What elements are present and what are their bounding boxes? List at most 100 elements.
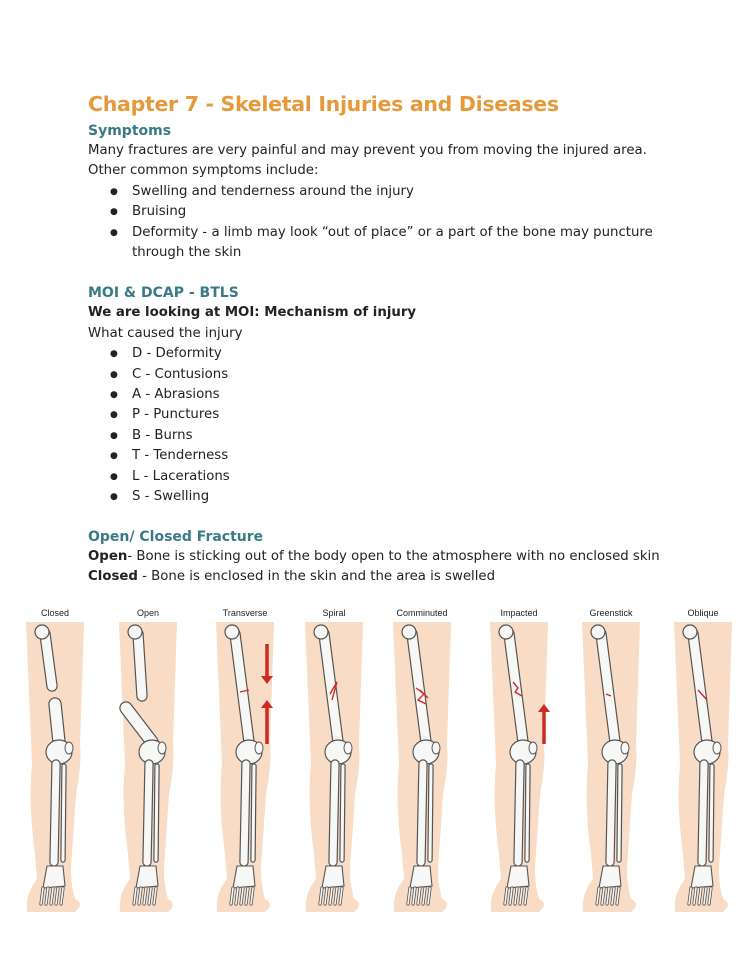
tibia	[143, 760, 153, 866]
fibula	[428, 764, 433, 862]
fibula	[340, 764, 345, 862]
moi-subheading: We are looking at MOI: Mechanism of inju…	[88, 305, 417, 321]
fibula	[251, 764, 256, 862]
femur	[688, 629, 712, 747]
open-text: - Bone is sticking out of the body open …	[127, 548, 660, 564]
patella	[157, 741, 167, 755]
list-item: Swelling and tenderness around the injur…	[88, 182, 688, 203]
tibia	[329, 760, 339, 866]
toe	[240, 887, 244, 905]
list-item: Bruising	[88, 202, 688, 223]
list-item: B - Burns	[88, 426, 688, 447]
femoral-head	[224, 624, 240, 640]
toe	[50, 887, 54, 905]
femoral-head	[498, 624, 514, 640]
list-item: T - Tenderness	[88, 446, 688, 467]
femoral-head	[401, 624, 417, 640]
list-item: L - Lacerations	[88, 467, 688, 488]
femur	[230, 629, 254, 747]
fracture-figure-impacted: Impacted	[490, 608, 550, 912]
closed-term: Closed	[88, 568, 138, 584]
moi-section: MOI & DCAP - BTLS We are looking at MOI:…	[88, 283, 688, 507]
toe	[698, 887, 702, 905]
fracture-figure-comminuted: Comminuted	[393, 608, 451, 912]
fibula	[154, 764, 159, 862]
symptoms-section: Symptoms Many fractures are very painful…	[88, 121, 688, 263]
femur-lower-displaced	[120, 702, 158, 748]
fibula	[525, 764, 530, 862]
patella	[620, 741, 630, 755]
fibula	[61, 764, 66, 862]
toe	[45, 887, 49, 905]
femur	[407, 629, 431, 747]
dcap-btls-list: D - Deformity C - Contusions A - Abrasio…	[88, 344, 688, 508]
foot-tarsals	[409, 865, 433, 889]
toe	[329, 887, 333, 905]
toe	[324, 887, 328, 905]
document-content: Chapter 7 - Skeletal Injuries and Diseas…	[88, 91, 688, 587]
patella	[254, 741, 264, 755]
toe	[235, 887, 239, 905]
femur	[596, 629, 620, 747]
toe	[339, 887, 343, 905]
fracture-label: Open	[137, 608, 159, 618]
toe	[319, 887, 323, 905]
toe	[417, 887, 421, 905]
toe	[60, 887, 64, 905]
fracture-line	[697, 689, 708, 701]
toe	[412, 887, 416, 905]
fracture-label: Transverse	[223, 608, 268, 618]
fibula	[709, 764, 714, 862]
fracture-line	[415, 687, 429, 705]
femoral-head	[313, 624, 329, 640]
toe	[519, 887, 523, 905]
toe	[245, 887, 249, 905]
open-term: Open	[88, 548, 128, 564]
femoral-head	[682, 624, 698, 640]
toe	[596, 887, 600, 905]
fracture-label: Spiral	[322, 608, 345, 618]
fracture-figure-greenstick: Greenstick	[582, 608, 640, 912]
closed-text: - Bone is enclosed in the skin and the a…	[137, 568, 496, 584]
fracture-label: Comminuted	[396, 608, 447, 618]
foot-tarsals	[506, 865, 530, 889]
toe	[611, 887, 615, 905]
list-item: Deformity - a limb may look “out of plac…	[88, 223, 688, 264]
toe	[509, 887, 513, 905]
femur-upper	[40, 629, 57, 691]
fracture-line	[605, 693, 612, 697]
open-definition: Open- Bone is sticking out of the body o…	[88, 547, 688, 567]
symptoms-heading: Symptoms	[88, 123, 172, 139]
foot-tarsals	[135, 865, 159, 889]
compression-arrow-down	[261, 676, 273, 684]
moi-heading: MOI & DCAP - BTLS	[88, 285, 239, 302]
femur	[504, 629, 528, 747]
foot-tarsals	[321, 865, 345, 889]
fracture-line	[329, 681, 338, 701]
patella	[712, 741, 722, 755]
femur-lower	[49, 698, 65, 748]
toe	[143, 887, 147, 905]
toe	[688, 887, 692, 905]
list-item: D - Deformity	[88, 344, 688, 365]
fracture-figure-closed: Closed	[26, 608, 84, 912]
compression-arrow-up	[261, 700, 273, 708]
toe	[334, 887, 338, 905]
femoral-head	[590, 624, 606, 640]
fracture-figure-oblique: Oblique	[674, 608, 732, 912]
tibia	[606, 760, 616, 866]
foot-tarsals	[690, 865, 714, 889]
toe	[514, 887, 518, 905]
fibula	[617, 764, 622, 862]
list-item: P - Punctures	[88, 405, 688, 426]
tibia	[50, 760, 60, 866]
toe	[601, 887, 605, 905]
list-item: S - Swelling	[88, 487, 688, 508]
fracture-section: Open/ Closed Fracture Open- Bone is stic…	[88, 527, 688, 588]
fracture-types-diagram: Closed Open Transverse Spiral Comminuted Impa…	[26, 608, 732, 912]
tibia	[417, 760, 427, 866]
toe	[616, 887, 620, 905]
fracture-label: Greenstick	[589, 608, 633, 618]
patella	[528, 741, 538, 755]
